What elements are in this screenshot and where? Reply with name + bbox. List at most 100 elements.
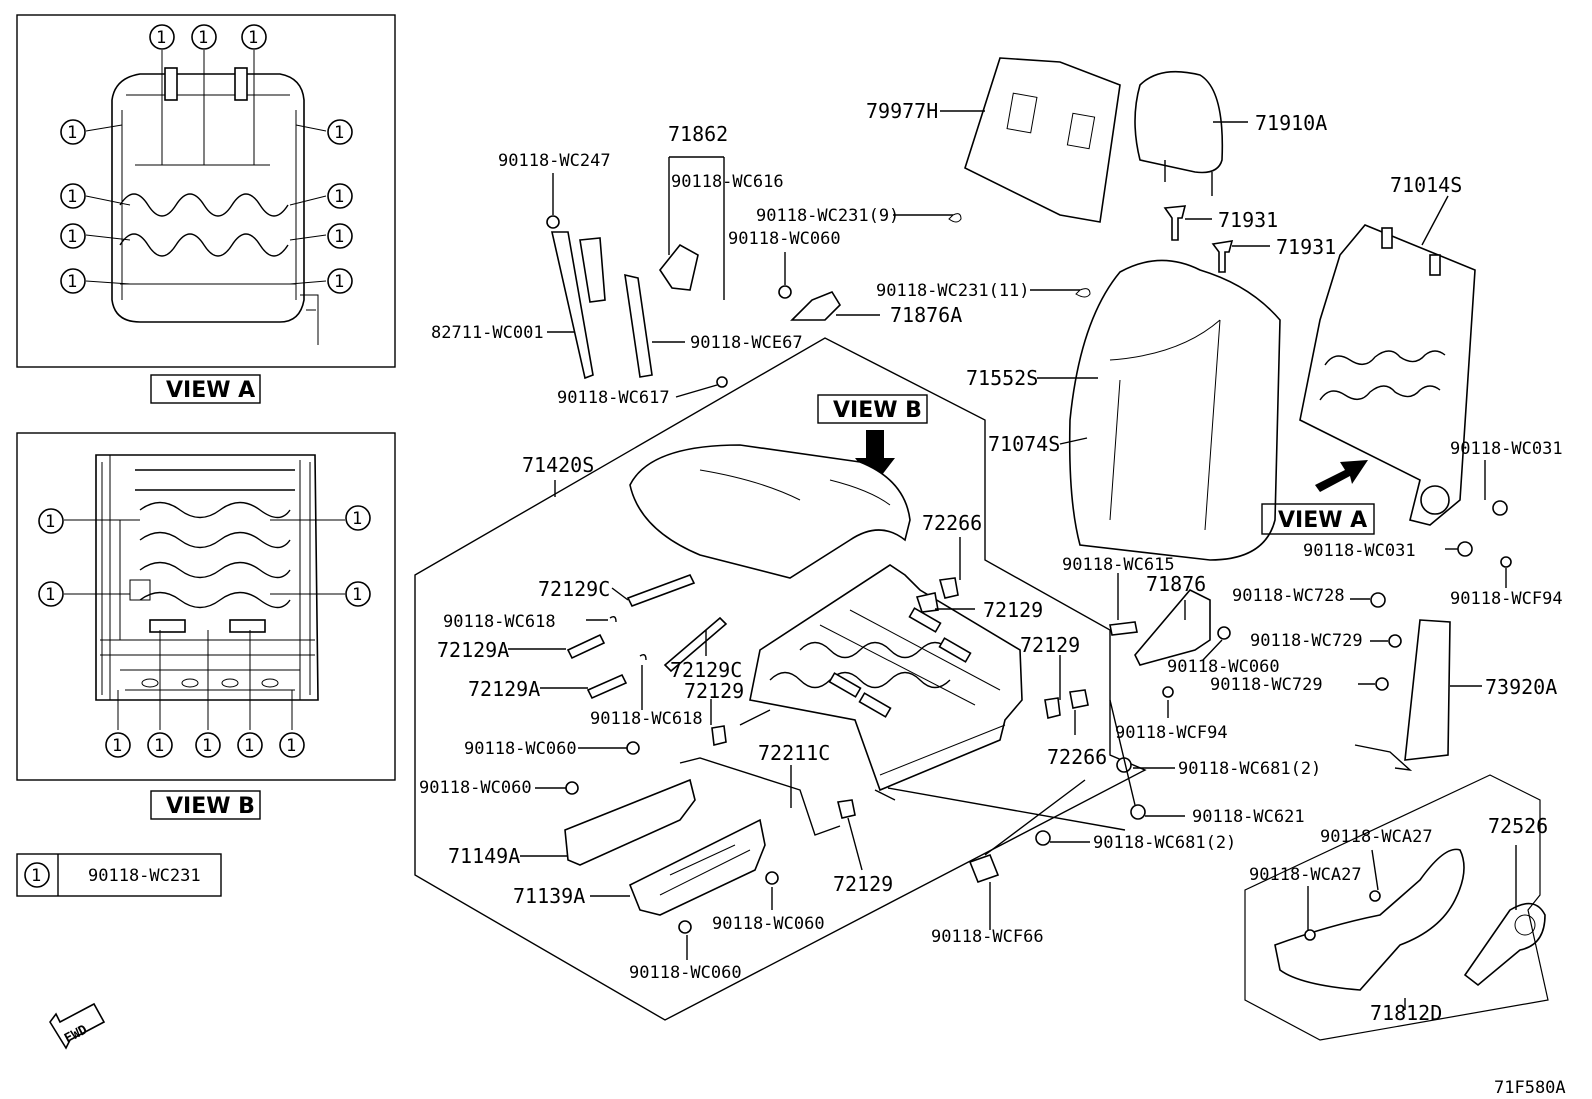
label-71931: 71931 — [1276, 235, 1336, 259]
label-90118-WC728: 90118-WC728 — [1232, 586, 1345, 606]
view-a-callouts: 1 1 1 1 1 1 1 1 1 1 1 — [60, 24, 353, 294]
label-71420S: 71420S — [522, 453, 594, 477]
legend-symbol: 1 — [31, 866, 41, 886]
label-71876: 71876 — [1146, 572, 1206, 596]
label-72129C: 72129C — [538, 577, 610, 601]
label-90118-WC729: 90118-WC729 — [1210, 675, 1323, 695]
part-79977H — [964, 57, 1121, 223]
part-90118-WCE67 — [624, 273, 653, 378]
part-72526 — [1463, 902, 1546, 987]
label-71862: 71862 — [668, 122, 728, 146]
callout-1: 1 — [45, 512, 55, 532]
label-72129: 72129 — [684, 679, 744, 703]
view-a-inset: 1 1 1 1 1 1 1 1 1 1 1 — [16, 14, 396, 368]
label-72129: 72129 — [983, 598, 1043, 622]
callout-1: 1 — [334, 187, 344, 207]
label-90118-WC060: 90118-WC060 — [712, 914, 825, 934]
part-71149A — [564, 778, 696, 866]
callout-1: 1 — [352, 585, 362, 605]
label-90118-WC247: 90118-WC247 — [498, 151, 611, 171]
callout-1: 1 — [248, 28, 258, 48]
label-72129: 72129 — [833, 872, 893, 896]
callout-1: 1 — [352, 509, 362, 529]
label-90118-WC060: 90118-WC060 — [728, 229, 841, 249]
part-wcf66-clip — [968, 853, 1000, 884]
legend-part: 90118-WC231 — [88, 866, 201, 886]
part-71812D — [1274, 848, 1465, 991]
callout-1: 1 — [334, 123, 344, 143]
label-71812D: 71812D — [1370, 1001, 1442, 1025]
label-90118-WC617: 90118-WC617 — [557, 388, 670, 408]
part-71931 — [1163, 205, 1187, 241]
callout-1: 1 — [198, 28, 208, 48]
view-a-arrow-icon — [1315, 460, 1368, 492]
part-73920A — [1404, 619, 1451, 761]
view-b-arrow-label: VIEW B — [833, 398, 922, 423]
label-90118-WC060: 90118-WC060 — [464, 739, 577, 759]
label-90118-WC060: 90118-WC060 — [1167, 657, 1280, 677]
label-82711-WC001: 82711-WC001 — [431, 323, 544, 343]
fwd-arrow-icon: FWD — [49, 1002, 106, 1050]
label-90118-WCA27: 90118-WCA27 — [1320, 827, 1433, 847]
view-a-title-box — [150, 374, 261, 404]
seat-frame — [749, 564, 1023, 792]
label-90118-WC060: 90118-WC060 — [629, 963, 742, 983]
label-90118-WC681-2: 90118-WC681(2) — [1093, 833, 1236, 853]
part-82711-WC001 — [550, 231, 594, 380]
label-90118-WC231-11: 90118-WC231(11) — [876, 281, 1030, 301]
label-72266: 72266 — [1047, 745, 1107, 769]
callout-1: 1 — [67, 227, 77, 247]
callout-1: 1 — [45, 585, 55, 605]
part-71139A — [628, 818, 766, 916]
legend: 1 90118-WC231 — [16, 853, 222, 897]
callout-1: 1 — [154, 736, 164, 756]
callout-1: 1 — [156, 28, 166, 48]
label-71139A: 71139A — [513, 884, 585, 908]
seat-assembly-outline — [414, 337, 1147, 1021]
label-90118-WC618: 90118-WC618 — [443, 612, 556, 632]
part-72211C — [679, 757, 841, 836]
view-a-arrow-label: VIEW A — [1278, 508, 1367, 533]
label-90118-WCF66: 90118-WCF66 — [931, 927, 1044, 947]
label-72129: 72129 — [1020, 633, 1080, 657]
label-73920A: 73920A — [1485, 675, 1557, 699]
callout-1: 1 — [244, 736, 254, 756]
label-71552S: 71552S — [966, 366, 1038, 390]
label-90118-WCF94: 90118-WCF94 — [1115, 723, 1228, 743]
part-labels: 79977H 71910A 71931 71931 71014S 71862 9… — [419, 99, 1563, 1025]
part-71910A — [1134, 70, 1224, 174]
callout-1: 1 — [202, 736, 212, 756]
label-71014S: 71014S — [1390, 173, 1462, 197]
diagram-code: 71F580A — [1494, 1078, 1566, 1098]
label-71876A: 71876A — [890, 303, 962, 327]
part-71552S — [1068, 259, 1281, 561]
label-90118-WC618: 90118-WC618 — [590, 709, 703, 729]
label-71910A: 71910A — [1255, 111, 1327, 135]
label-90118-WC729: 90118-WC729 — [1250, 631, 1363, 651]
label-71931: 71931 — [1218, 208, 1278, 232]
view-a-title: VIEW A — [166, 378, 255, 403]
part-71862 — [659, 243, 699, 291]
label-90118-WC621: 90118-WC621 — [1192, 807, 1305, 827]
label-90118-WC616: 90118-WC616 — [671, 172, 784, 192]
callout-1: 1 — [112, 736, 122, 756]
label-90118-WC031: 90118-WC031 — [1303, 541, 1416, 561]
callout-1: 1 — [67, 123, 77, 143]
view-b-title-box — [150, 790, 261, 820]
label-90118-WC060: 90118-WC060 — [419, 778, 532, 798]
label-72129A: 72129A — [437, 638, 509, 662]
label-90118-WCA27: 90118-WCA27 — [1249, 865, 1362, 885]
label-72211C: 72211C — [758, 741, 830, 765]
part-71876 — [1134, 589, 1211, 666]
part-72129A — [586, 673, 628, 700]
view-b-inset: 1 1 1 1 1 1 1 1 1 — [16, 432, 396, 781]
label-72129A: 72129A — [468, 677, 540, 701]
part-72129A — [566, 633, 606, 660]
label-79977H: 79977H — [866, 99, 938, 123]
callout-1: 1 — [334, 272, 344, 292]
part-71014S — [1299, 224, 1476, 526]
label-72129C: 72129C — [670, 658, 742, 682]
view-b-title: VIEW B — [166, 794, 255, 819]
callout-1: 1 — [67, 272, 77, 292]
view-b-callouts: 1 1 1 1 1 1 1 1 1 — [38, 505, 371, 758]
